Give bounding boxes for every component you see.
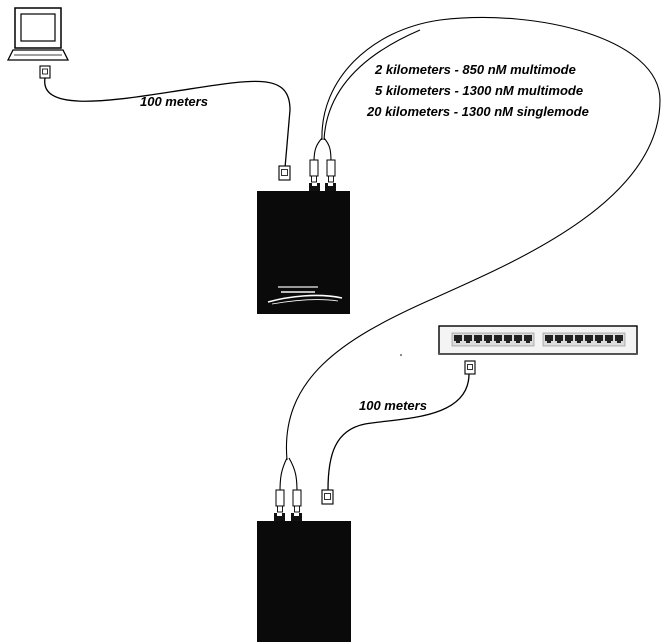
ethernet-switch-icon	[438, 325, 638, 355]
switch-rj45-connector-icon	[464, 360, 476, 375]
switch-port-5	[494, 335, 502, 343]
bottom-media-converter-icon	[257, 521, 351, 642]
switch-port-frame	[542, 332, 626, 347]
top-fiber-connector-right-icon	[326, 159, 336, 183]
bottom-converter-fiber-ports	[274, 513, 302, 521]
fiber-cable-long	[285, 17, 661, 461]
switch-port-16	[615, 335, 623, 343]
switch-port-1	[454, 335, 462, 343]
top-rj45-connector-icon	[278, 165, 291, 181]
switch-port-4	[484, 335, 492, 343]
switch-port-11	[565, 335, 573, 343]
switch-port-8	[524, 335, 532, 343]
fiber-pair-top-right	[323, 137, 332, 163]
switch-port-group-left	[451, 332, 535, 347]
switch-port-6	[504, 335, 512, 343]
copper-distance-label-top: 100 meters	[140, 94, 208, 109]
switch-port-7	[514, 335, 522, 343]
switch-port-group-right	[542, 332, 626, 347]
switch-port-frame	[451, 332, 535, 347]
top-media-converter-icon	[257, 191, 350, 314]
switch-port-14	[595, 335, 603, 343]
laptop-computer-icon	[6, 7, 70, 61]
bottom-fiber-connector-left-icon	[275, 489, 285, 513]
fiber-pair-bottom-right	[288, 457, 298, 493]
bottom-fiber-connector-right-icon	[292, 489, 302, 513]
fiber-distance-label-1: 2 kilometers - 850 nM multimode	[374, 62, 576, 77]
copper-cable-bottom	[327, 373, 470, 491]
fiber-pair-top-left	[313, 137, 323, 163]
switch-port-13	[585, 335, 593, 343]
fiber-pair-bottom-left	[279, 457, 288, 493]
switch-port-10	[555, 335, 563, 343]
switch-port-2	[464, 335, 472, 343]
bottom-rj45-connector-icon	[321, 489, 334, 505]
stray-dot	[400, 354, 402, 356]
fiber-cable-long-b	[323, 29, 421, 141]
switch-port-3	[474, 335, 482, 343]
fiber-distance-label-3: 20 kilometers - 1300 nM singlemode	[366, 104, 589, 119]
switch-port-12	[575, 335, 583, 343]
top-fiber-connector-left-icon	[309, 159, 319, 183]
copper-cable-top	[44, 77, 291, 169]
switch-port-9	[545, 335, 553, 343]
switch-port-15	[605, 335, 613, 343]
copper-distance-label-bottom: 100 meters	[359, 398, 427, 413]
top-converter-fiber-ports	[309, 183, 336, 191]
fiber-distance-label-2: 5 kilometers - 1300 nM multimode	[375, 83, 583, 98]
laptop-rj45-connector-icon	[39, 65, 51, 79]
